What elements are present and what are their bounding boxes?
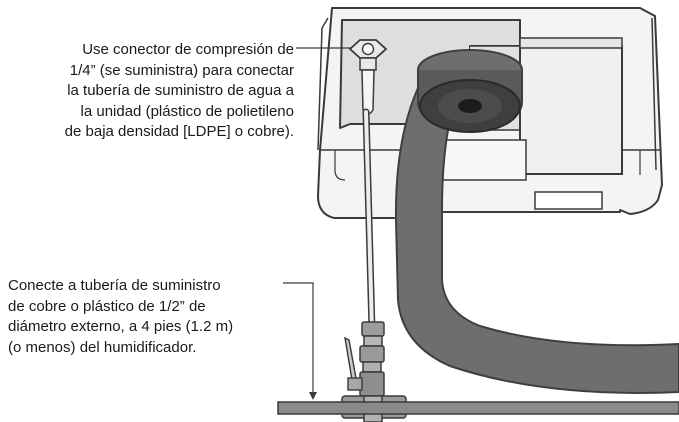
- leader-arrowhead: [309, 392, 317, 400]
- callout-line: 1/4” (se suministra) para conectar: [69, 61, 294, 79]
- callout-line: Conecte a tubería de suministro: [8, 277, 221, 294]
- leader-line-bottom: [283, 282, 314, 398]
- callout-line: de baja densidad [LDPE] o cobre).: [64, 123, 294, 140]
- supply-pipe: [277, 401, 679, 415]
- callout-supply-pipe: Conecte a tubería de suministro de cobre…: [8, 276, 308, 358]
- side-box: [519, 37, 623, 175]
- callout-line: (o menos) del humidificador.: [8, 338, 197, 356]
- callout-line: diámetro externo, a 4 pies (1.2 m): [8, 318, 234, 335]
- callout-compression-connector: Use conector de compresión de 1/4” (se s…: [8, 40, 294, 143]
- callout-line: la unidad (plástico de polietileno: [80, 102, 294, 120]
- leader-lines: [283, 47, 352, 400]
- water-supply-tube: [362, 108, 376, 334]
- callout-line: Use conector de compresión de: [82, 41, 294, 58]
- hose-coil: [417, 49, 523, 133]
- callout-line: la tubería de suministro de agua a: [67, 82, 294, 99]
- callout-line: de cobre o plástico de 1/2” de: [8, 297, 206, 315]
- compression-fitting: [348, 39, 388, 115]
